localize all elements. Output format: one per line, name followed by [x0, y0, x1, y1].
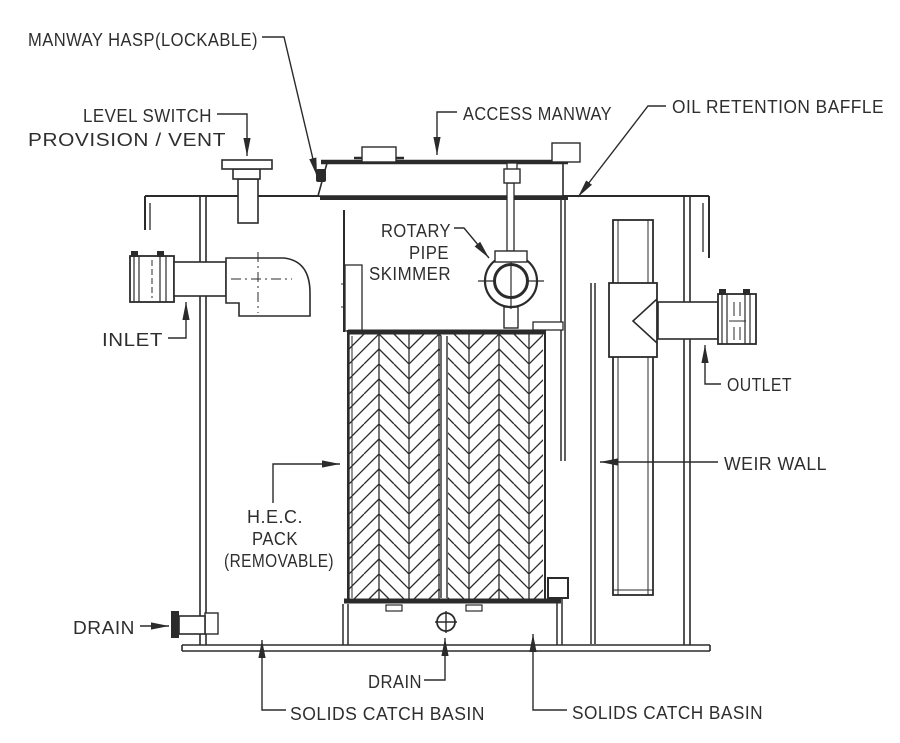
leader-hec-pack [272, 460, 340, 503]
leader-level-switch [217, 113, 251, 156]
leader-lines [140, 36, 721, 711]
side-drain-fitting [171, 611, 219, 638]
leader-inlet [168, 302, 190, 339]
label-inlet: INLET [102, 330, 163, 350]
leader-solids-left [258, 640, 286, 711]
pack-bracket [547, 577, 569, 599]
label-outlet: OUTLET [727, 375, 792, 395]
label-rotary-line1: ROTARY [381, 221, 451, 241]
leader-access-manway [433, 111, 457, 155]
label-drain-side: DRAIN [73, 618, 135, 638]
leader-outlet [701, 345, 721, 385]
leader-drain-bottom [424, 638, 449, 681]
leader-manway-hasp [262, 36, 318, 177]
leader-oil-retention-baffle [577, 105, 666, 198]
inlet-pipe-assembly [129, 251, 311, 317]
pack-hanger-plate [341, 210, 363, 332]
label-drain-bottom: DRAIN [368, 672, 422, 692]
vent-fitting [221, 159, 273, 224]
hec-pack [344, 329, 561, 612]
label-hec-line2: PACK [252, 529, 298, 549]
label-solids-catch-basin-left: SOLIDS CATCH BASIN [290, 704, 485, 724]
label-rotary-line3: SKIMMER [369, 264, 451, 284]
label-solids-catch-basin-right: SOLIDS CATCH BASIN [572, 703, 763, 723]
leader-rotary-skimmer [454, 227, 490, 259]
label-hec-line1: H.E.C. [247, 507, 303, 527]
skimmer-trough-ledge [532, 321, 564, 331]
label-weir-wall: WEIR WALL [724, 454, 827, 474]
outlet-tee-chevron [631, 298, 658, 344]
outlet-pipe-assembly [608, 219, 757, 596]
label-oil-retention-baffle: OIL RETENTION BAFFLE [672, 97, 884, 117]
label-access-manway: ACCESS MANWAY [463, 104, 612, 124]
access-manway-lid [316, 142, 581, 197]
label-level-switch-line2: PROVISION / VENT [28, 130, 226, 150]
inlet-elbow [225, 257, 311, 317]
label-hec-line3: (REMOVABLE) [224, 551, 334, 571]
leader-solids-right [529, 634, 567, 711]
label-manway-hasp: MANWAY HASP(LOCKABLE) [28, 30, 258, 50]
manway-hasp-hardware [316, 169, 326, 182]
solids-basin-walls [342, 577, 569, 645]
pack-divider [440, 336, 448, 598]
bottom-drain-plug [435, 611, 457, 633]
label-level-switch-line1: LEVEL SWITCH [83, 106, 212, 126]
weir-wall-plate [590, 283, 596, 644]
tank-bottom-plate [181, 644, 711, 652]
rotary-pipe-skimmer [478, 162, 564, 331]
label-rotary-line2: PIPE [409, 243, 449, 263]
